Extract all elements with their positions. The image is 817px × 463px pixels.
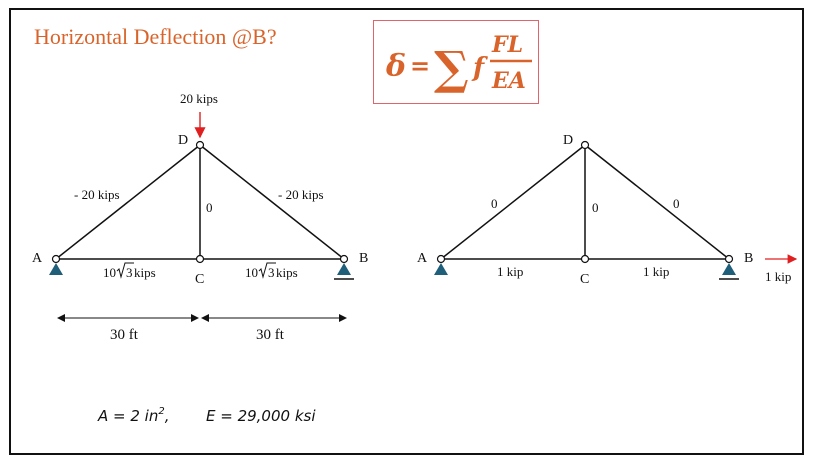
member-ad [55,144,201,260]
formula-equals: = [410,51,430,80]
roller-support-b-icon [722,263,736,275]
force-cb: 10 3 kips [245,262,298,280]
page-title: Horizontal Deflection @B? [34,24,277,49]
truss-virtual: 1 kip D A B C 0 0 0 1 kip 1 kip [417,133,798,287]
formula-f: f [471,53,488,83]
virtual-work-formula: δ = ∑ f FL EA [385,32,532,95]
slide-frame [9,8,804,455]
roller-support-b-icon [337,263,351,275]
force-db: - 20 kips [278,187,324,202]
load-label: 20 kips [180,91,218,106]
node-a [51,254,61,264]
svg-text:10: 10 [245,265,258,280]
force-ad: 0 [491,196,498,211]
node-b [339,254,349,264]
node-a [436,254,446,264]
force-dc: 0 [206,200,213,215]
node-label-d: D [563,133,573,148]
node-c [580,254,590,264]
node-label-b: B [359,251,368,266]
member-db [584,144,730,260]
truss-real: 20 kips D A B C - 20 kips - 20 kips 0 10… [32,91,368,343]
node-label-a: A [417,251,428,266]
node-label-b: B [744,251,753,266]
force-db: 0 [673,196,680,211]
sqrt-sign-icon [116,262,134,279]
node-c [195,254,205,264]
force-cb: 1 kip [643,264,669,279]
formula-delta: δ [385,49,406,84]
formula-box [373,20,539,104]
area-property: A = 2 in2, [97,406,170,425]
formula-sum: ∑ [434,41,469,95]
node-label-c: C [195,272,204,287]
node-label-d: D [178,133,188,148]
dimension-right: 30 ft [256,327,285,343]
force-ad: - 20 kips [74,187,120,202]
section-properties: A = 2 in2, E = 29,000 ksi [97,406,316,425]
formula-denominator: EA [491,68,526,94]
node-d [580,140,590,150]
sqrt-sign-icon [258,262,276,279]
member-db [199,144,345,260]
node-d [195,140,205,150]
node-label-c: C [580,272,589,287]
svg-text:10: 10 [103,265,116,280]
svg-text:kips: kips [276,265,298,280]
pin-support-a-icon [49,263,63,275]
formula-numerator: FL [491,32,523,58]
force-dc: 0 [592,200,599,215]
force-ac: 1 kip [497,264,523,279]
pin-support-a-icon [434,263,448,275]
svg-text:3: 3 [126,265,133,280]
modulus-property: E = 29,000 ksi [206,407,316,425]
node-label-a: A [32,251,43,266]
force-ac: 10 3 kips [103,262,156,280]
unit-load-label: 1 kip [765,269,791,284]
node-b [724,254,734,264]
svg-text:3: 3 [268,265,275,280]
dimension-left: 30 ft [110,327,139,343]
svg-text:kips: kips [134,265,156,280]
member-ad [440,144,586,260]
